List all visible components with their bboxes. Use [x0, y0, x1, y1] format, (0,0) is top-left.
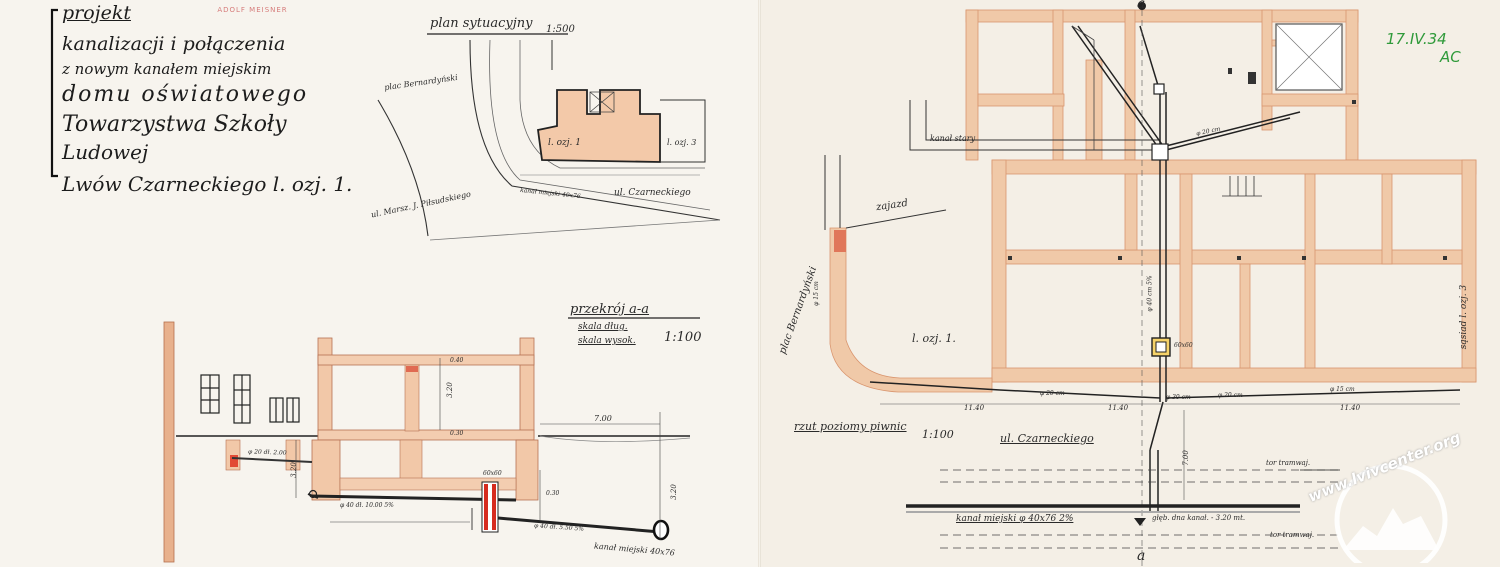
section-dim-2: 3.20	[445, 382, 454, 398]
initials-annotation: AC	[1440, 48, 1461, 66]
site-plan-scale: 1:500	[546, 24, 575, 35]
section-mark-bottom: a	[1137, 548, 1146, 564]
section-dim-3: 3.20	[289, 462, 298, 478]
dim-1: 11.40	[964, 404, 985, 412]
section-dim-7: 0.30	[546, 490, 560, 497]
dim-4: 7.00	[1181, 450, 1190, 466]
dim-3: 11.40	[1340, 404, 1361, 412]
title-line-3: z nowym kanałem miejskim	[62, 60, 272, 78]
street-label: ul. Czarneckiego	[1000, 432, 1094, 445]
lvivcenter-watermark: www.lvivcenter.org	[1303, 428, 1483, 563]
old-sewer-label: kanał stary	[930, 134, 976, 143]
pipe-label-4: 60x60	[483, 470, 502, 477]
pipe-40-label: φ 40 cm 5%	[1146, 275, 1154, 312]
pipe-label-2: φ 40 dł. 10.00 5%	[340, 502, 394, 509]
title-line-5: Towarzystwa Szkoły	[62, 112, 287, 137]
section-title: przekrój a-a	[570, 302, 650, 317]
plan-scale: 1:100	[922, 428, 954, 441]
section-dim-6: 3.20	[669, 484, 678, 500]
date-annotation: 17.IV.34	[1386, 30, 1447, 48]
site-plan	[377, 33, 721, 241]
section-scale-h: skala dług.	[578, 322, 628, 332]
section-dim-4: 0.40	[450, 357, 464, 364]
section-ratio: 1:100	[664, 330, 702, 345]
title-bracket	[50, 8, 58, 178]
section-a-a	[163, 317, 700, 563]
watermark-emblem	[1334, 463, 1448, 563]
stamp: ADOLF MEISNER	[205, 6, 300, 32]
title-line-4: domu oświatowego	[62, 82, 309, 107]
dim-2: 11.40	[1108, 404, 1129, 412]
pipe-15b-label: φ 15 cm	[1330, 386, 1355, 393]
tram-label-2: tor tramwaj.	[1270, 531, 1315, 539]
pipe-20a-label: φ 20 cm	[1040, 390, 1065, 397]
city-sewer-label: kanał miejski φ 40x76 2%	[956, 514, 1074, 524]
pipe-15-label: φ 15 cm	[812, 281, 820, 306]
basement-plan	[824, 0, 1477, 567]
site-plan-title: plan sytuacyjny	[430, 16, 533, 31]
site-plan-street-b: ul. Czarneckiego	[614, 188, 691, 198]
section-mark-top: a	[1137, 0, 1146, 12]
title-line-6: Ludowej	[62, 140, 149, 164]
title-line-1: projekt	[62, 2, 131, 24]
section-dim-1: 7.00	[594, 414, 612, 423]
left-drawings	[50, 8, 721, 563]
tram-label-1: tor tramwaj.	[1266, 459, 1311, 467]
plan-title: rzut poziomy piwnic	[794, 420, 907, 433]
neighbor-label: sąsiad l. ozj. 3	[1459, 284, 1470, 350]
pipe-30-label: φ 30 cm	[1166, 394, 1191, 401]
pipe-20b-label: φ 20 cm	[1218, 392, 1243, 399]
site-plan-parcel-3: l. ozj. 3	[667, 138, 697, 147]
title-line-2: kanalizacji i połączenia	[62, 33, 286, 55]
title-line-7: Lwów Czarneckiego l. ozj. 1.	[62, 172, 353, 196]
sheet-fold	[758, 0, 761, 567]
lot-label: l. ozj. 1.	[912, 332, 956, 345]
sewer-depth-label: głęb. dna kanał. - 3.20 mt.	[1152, 514, 1246, 522]
box-label: 60x60	[1174, 342, 1193, 349]
section-scale-v: skala wysok.	[578, 336, 636, 346]
stamp-name: ADOLF MEISNER	[217, 6, 288, 14]
pipe-label-1: φ 20 dł. 2.00	[247, 448, 287, 457]
section-dim-5: 0.30	[450, 430, 464, 437]
site-plan-parcel-1: l. ozj. 1	[548, 138, 581, 148]
